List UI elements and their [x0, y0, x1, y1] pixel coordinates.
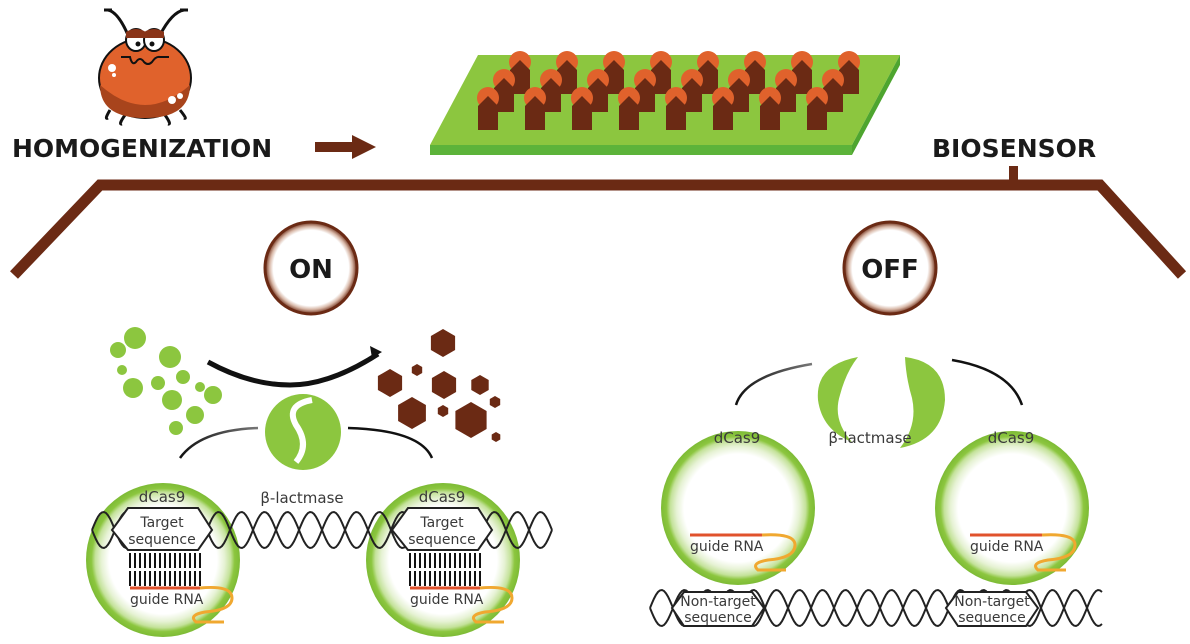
- probe-body: [729, 78, 749, 112]
- off-left-dcas9-complex: dCas9 guide RNA: [661, 429, 815, 585]
- svg-text:dCas9: dCas9: [714, 429, 761, 447]
- product-hexagon: [437, 405, 449, 417]
- svg-text:Target: Target: [139, 515, 184, 531]
- probe-body: [510, 60, 530, 94]
- probe-body: [666, 96, 686, 130]
- svg-text:guide RNA: guide RNA: [130, 592, 204, 608]
- probe-body: [682, 78, 702, 112]
- probe-body: [792, 60, 812, 94]
- probe-body: [839, 60, 859, 94]
- probe-body: [572, 96, 592, 130]
- probe-body: [713, 96, 733, 130]
- biosensor-chip-icon: [430, 51, 900, 155]
- product-hexagon: [398, 397, 426, 429]
- probe-body: [760, 96, 780, 130]
- off-state-label: OFF: [861, 255, 919, 285]
- on-state-label: ON: [289, 255, 333, 285]
- probe-body: [807, 96, 827, 130]
- target-sequence-box: Target sequence: [110, 507, 214, 551]
- svg-text:guide RNA: guide RNA: [690, 539, 764, 555]
- probe-body: [478, 96, 498, 130]
- product-hexagon: [411, 364, 423, 376]
- probe-body: [635, 78, 655, 112]
- substrate-circle: [123, 378, 143, 398]
- off-right-dcas9-complex: dCas9 guide RNA: [935, 429, 1089, 585]
- off-state-badge: OFF: [842, 220, 938, 316]
- probe-body: [588, 78, 608, 112]
- dcas9-label: dCas9: [139, 488, 186, 506]
- svg-text:Non-target: Non-target: [680, 594, 756, 610]
- substrate-circle: [151, 376, 165, 390]
- probe-body: [619, 96, 639, 130]
- guide-rna: guide RNA: [410, 586, 514, 624]
- branch-bracket: [10, 166, 1187, 279]
- substrate-circle: [176, 370, 190, 384]
- probe-body: [698, 60, 718, 94]
- probe-body: [823, 78, 843, 112]
- on-right-dcas9-complex: dCas9: [366, 483, 520, 637]
- biosensor-label: BIOSENSOR: [932, 134, 1096, 163]
- substrate-circle: [110, 342, 126, 358]
- conversion-arrow: [206, 351, 380, 388]
- on-left-dcas9-complex: dCas9: [86, 483, 240, 637]
- product-hexagon: [430, 329, 456, 357]
- substrate-circle: [159, 346, 181, 368]
- substrate-circle: [186, 406, 204, 424]
- svg-text:guide RNA: guide RNA: [410, 592, 484, 608]
- svg-text:Non-target: Non-target: [954, 594, 1030, 610]
- substrate-circles: [110, 327, 222, 435]
- svg-text:sequence: sequence: [128, 532, 195, 548]
- mite-bug-icon: [98, 8, 192, 126]
- product-hexagon: [471, 375, 489, 395]
- svg-text:sequence: sequence: [684, 610, 751, 626]
- svg-text:dCas9: dCas9: [988, 429, 1035, 447]
- substrate-circle: [195, 382, 205, 392]
- beta-lactamase-label: β-lactmase: [260, 489, 343, 507]
- beta-lactamase-label: β-lactmase: [828, 429, 911, 447]
- probe-body: [651, 60, 671, 94]
- beta-lactamase-split-icon: [734, 357, 1024, 448]
- non-target-sequence-box: Non-target sequence: [670, 591, 766, 627]
- svg-text:guide RNA: guide RNA: [970, 539, 1044, 555]
- on-state-badge: ON: [263, 220, 359, 316]
- svg-text:sequence: sequence: [958, 610, 1025, 626]
- probe-body: [776, 78, 796, 112]
- substrate-circle: [117, 365, 127, 375]
- non-target-sequence-box: Non-target sequence: [944, 591, 1040, 627]
- probe-body: [494, 78, 514, 112]
- product-hexagon: [455, 402, 487, 438]
- substrate-circle: [169, 421, 183, 435]
- substrate-circle: [124, 327, 146, 349]
- svg-text:sequence: sequence: [408, 532, 475, 548]
- substrate-circle: [162, 390, 182, 410]
- substrate-circle: [204, 386, 222, 404]
- right-arrow-icon: [315, 135, 376, 159]
- guide-rna: guide RNA: [130, 586, 234, 624]
- svg-text:Target: Target: [419, 515, 464, 531]
- product-hexagon: [431, 371, 457, 399]
- conversion-arrowhead-icon: [370, 346, 382, 358]
- probe-body: [557, 60, 577, 94]
- base-pair-rungs: [129, 553, 481, 586]
- homogenization-label: HOMOGENIZATION: [12, 134, 272, 163]
- product-hexagon: [491, 432, 501, 442]
- probe-body: [745, 60, 765, 94]
- target-sequence-box: Target sequence: [390, 507, 494, 551]
- probe-body: [541, 78, 561, 112]
- dcas9-label: dCas9: [419, 488, 466, 506]
- probe-body: [604, 60, 624, 94]
- product-hexagons: [377, 329, 501, 442]
- probe-body: [525, 96, 545, 130]
- beta-lactamase-whole-icon: [178, 394, 434, 470]
- product-hexagon: [377, 369, 403, 397]
- product-hexagon: [489, 396, 501, 408]
